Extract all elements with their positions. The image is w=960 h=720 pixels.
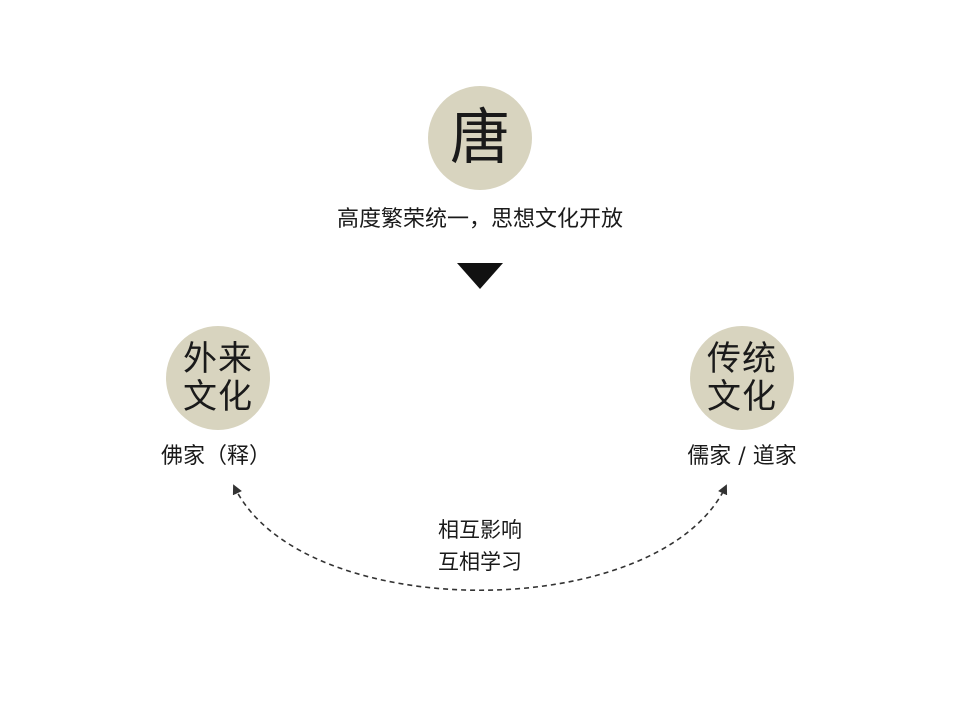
foreign-culture-line-2: 文化	[183, 377, 253, 417]
tang-circle: 唐	[428, 86, 532, 190]
tang-title: 唐	[450, 103, 510, 173]
traditional-culture-circle: 传统 文化	[690, 326, 794, 430]
traditional-culture-line-2: 文化	[707, 377, 777, 417]
foreign-culture-circle: 外来 文化	[166, 326, 270, 430]
traditional-culture-line-1: 传统	[707, 339, 777, 379]
traditional-culture-caption: 儒家 / 道家	[687, 444, 797, 469]
relation-label-1: 相互影响	[438, 518, 522, 542]
tang-subtitle: 高度繁荣统一，思想文化开放	[336, 207, 623, 232]
down-triangle-icon	[457, 263, 503, 289]
relation-label-2: 互相学习	[438, 550, 522, 574]
foreign-culture-caption: 佛家（释）	[160, 444, 271, 469]
foreign-culture-line-1: 外来	[183, 339, 253, 379]
